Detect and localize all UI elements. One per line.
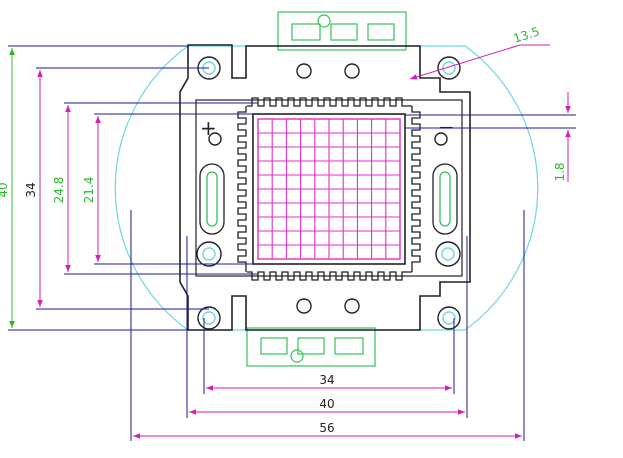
leader-lines — [8, 45, 576, 331]
led-array — [252, 113, 406, 265]
dim-height-die: 21.4 — [82, 177, 96, 204]
polarity-negative: − — [438, 115, 455, 139]
dim-width-outer: 56 — [319, 421, 334, 435]
solder-pad-left — [196, 241, 222, 267]
polarity-positive: + — [200, 116, 217, 140]
bottom-extension-lines — [130, 210, 525, 441]
comb-left — [237, 106, 247, 272]
bottom-lead-tab — [246, 327, 376, 367]
led-grid — [258, 119, 400, 259]
dim-lead-offset: 1.8 — [553, 162, 567, 181]
radius-callout — [409, 44, 550, 80]
dim-height-mount: 34 — [24, 182, 38, 197]
mount-hole-bottom-right — [437, 306, 461, 330]
screw-hole-top-2 — [344, 63, 360, 79]
base-inner-frame — [195, 99, 463, 277]
substrate-outline — [114, 45, 539, 331]
copper-base-outline — [179, 44, 471, 331]
slot-left — [199, 163, 225, 235]
dim-width-mount: 34 — [319, 373, 334, 387]
led-array-outer — [252, 113, 406, 265]
screw-hole-top-1 — [296, 63, 312, 79]
side-slots — [199, 163, 458, 235]
dim-radius: 13.5 — [512, 24, 542, 46]
solder-pad-top-right — [434, 132, 448, 146]
comb-bottom — [247, 271, 412, 281]
slot-right — [432, 163, 458, 235]
dim-width-frame: 40 — [319, 397, 334, 411]
solder-pad-top-left — [208, 132, 222, 146]
comb-right — [411, 106, 421, 272]
mount-hole-bottom-left — [197, 306, 221, 330]
dim-height-frame: 24.8 — [52, 177, 66, 204]
solder-pad-right — [435, 241, 461, 267]
mount-hole-top-right — [437, 56, 461, 80]
bottom-dimension-lines — [133, 385, 522, 439]
screw-hole-bottom-2 — [344, 298, 360, 314]
dim-height-outer: 40 — [0, 182, 10, 197]
lead-frame-comb — [237, 97, 421, 281]
left-dimension-lines — [9, 48, 101, 328]
screw-hole-bottom-1 — [296, 298, 312, 314]
top-lead-tab — [277, 11, 407, 51]
comb-top — [247, 97, 412, 107]
